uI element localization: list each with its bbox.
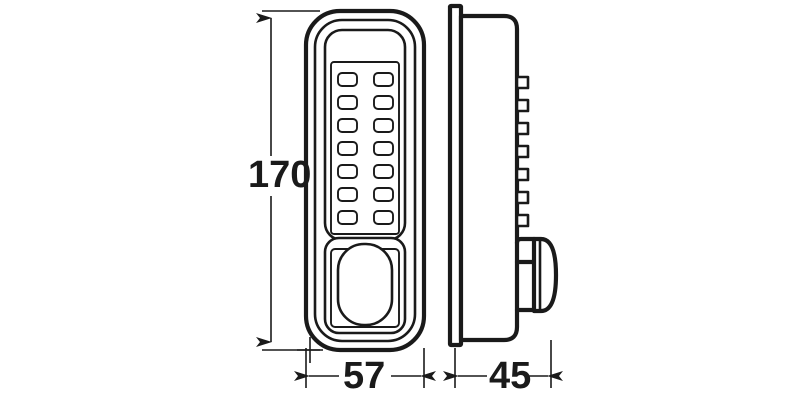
dimension-annotations: 170 57 45 xyxy=(244,10,563,397)
keypad-button[interactable] xyxy=(337,95,358,110)
keypad-button[interactable] xyxy=(337,210,358,225)
button-tab xyxy=(515,75,530,90)
dim-57-label: 57 xyxy=(343,355,385,397)
keypad-button[interactable] xyxy=(373,187,394,202)
button-tab xyxy=(515,213,530,228)
dim-45-label: 45 xyxy=(489,355,531,397)
button-tab xyxy=(515,190,530,205)
side-view-body xyxy=(458,13,520,343)
thumbturn-knob[interactable] xyxy=(336,242,394,327)
keypad-button[interactable] xyxy=(373,164,394,179)
keypad-button[interactable] xyxy=(337,72,358,87)
keypad-button[interactable] xyxy=(373,72,394,87)
button-tab xyxy=(515,167,530,182)
keypad-button[interactable] xyxy=(337,141,358,156)
thumbturn-knob-side[interactable] xyxy=(531,236,559,314)
keypad-buttons[interactable] xyxy=(337,72,394,225)
side-view xyxy=(447,3,559,348)
knob-boss xyxy=(514,236,537,246)
dim-170-text-backdrop xyxy=(244,156,300,196)
keypad-button[interactable] xyxy=(373,118,394,133)
keypad-button[interactable] xyxy=(337,164,358,179)
keypad-button[interactable] xyxy=(337,118,358,133)
side-view-button-tabs xyxy=(515,75,530,228)
keypad-button[interactable] xyxy=(373,210,394,225)
keypad-button[interactable] xyxy=(373,141,394,156)
button-tab xyxy=(515,98,530,113)
front-view xyxy=(303,8,427,353)
button-tab xyxy=(515,121,530,136)
keypad-button[interactable] xyxy=(373,95,394,110)
dim-170-label: 170 xyxy=(248,154,311,196)
button-tab xyxy=(515,144,530,159)
keypad-button[interactable] xyxy=(337,187,358,202)
